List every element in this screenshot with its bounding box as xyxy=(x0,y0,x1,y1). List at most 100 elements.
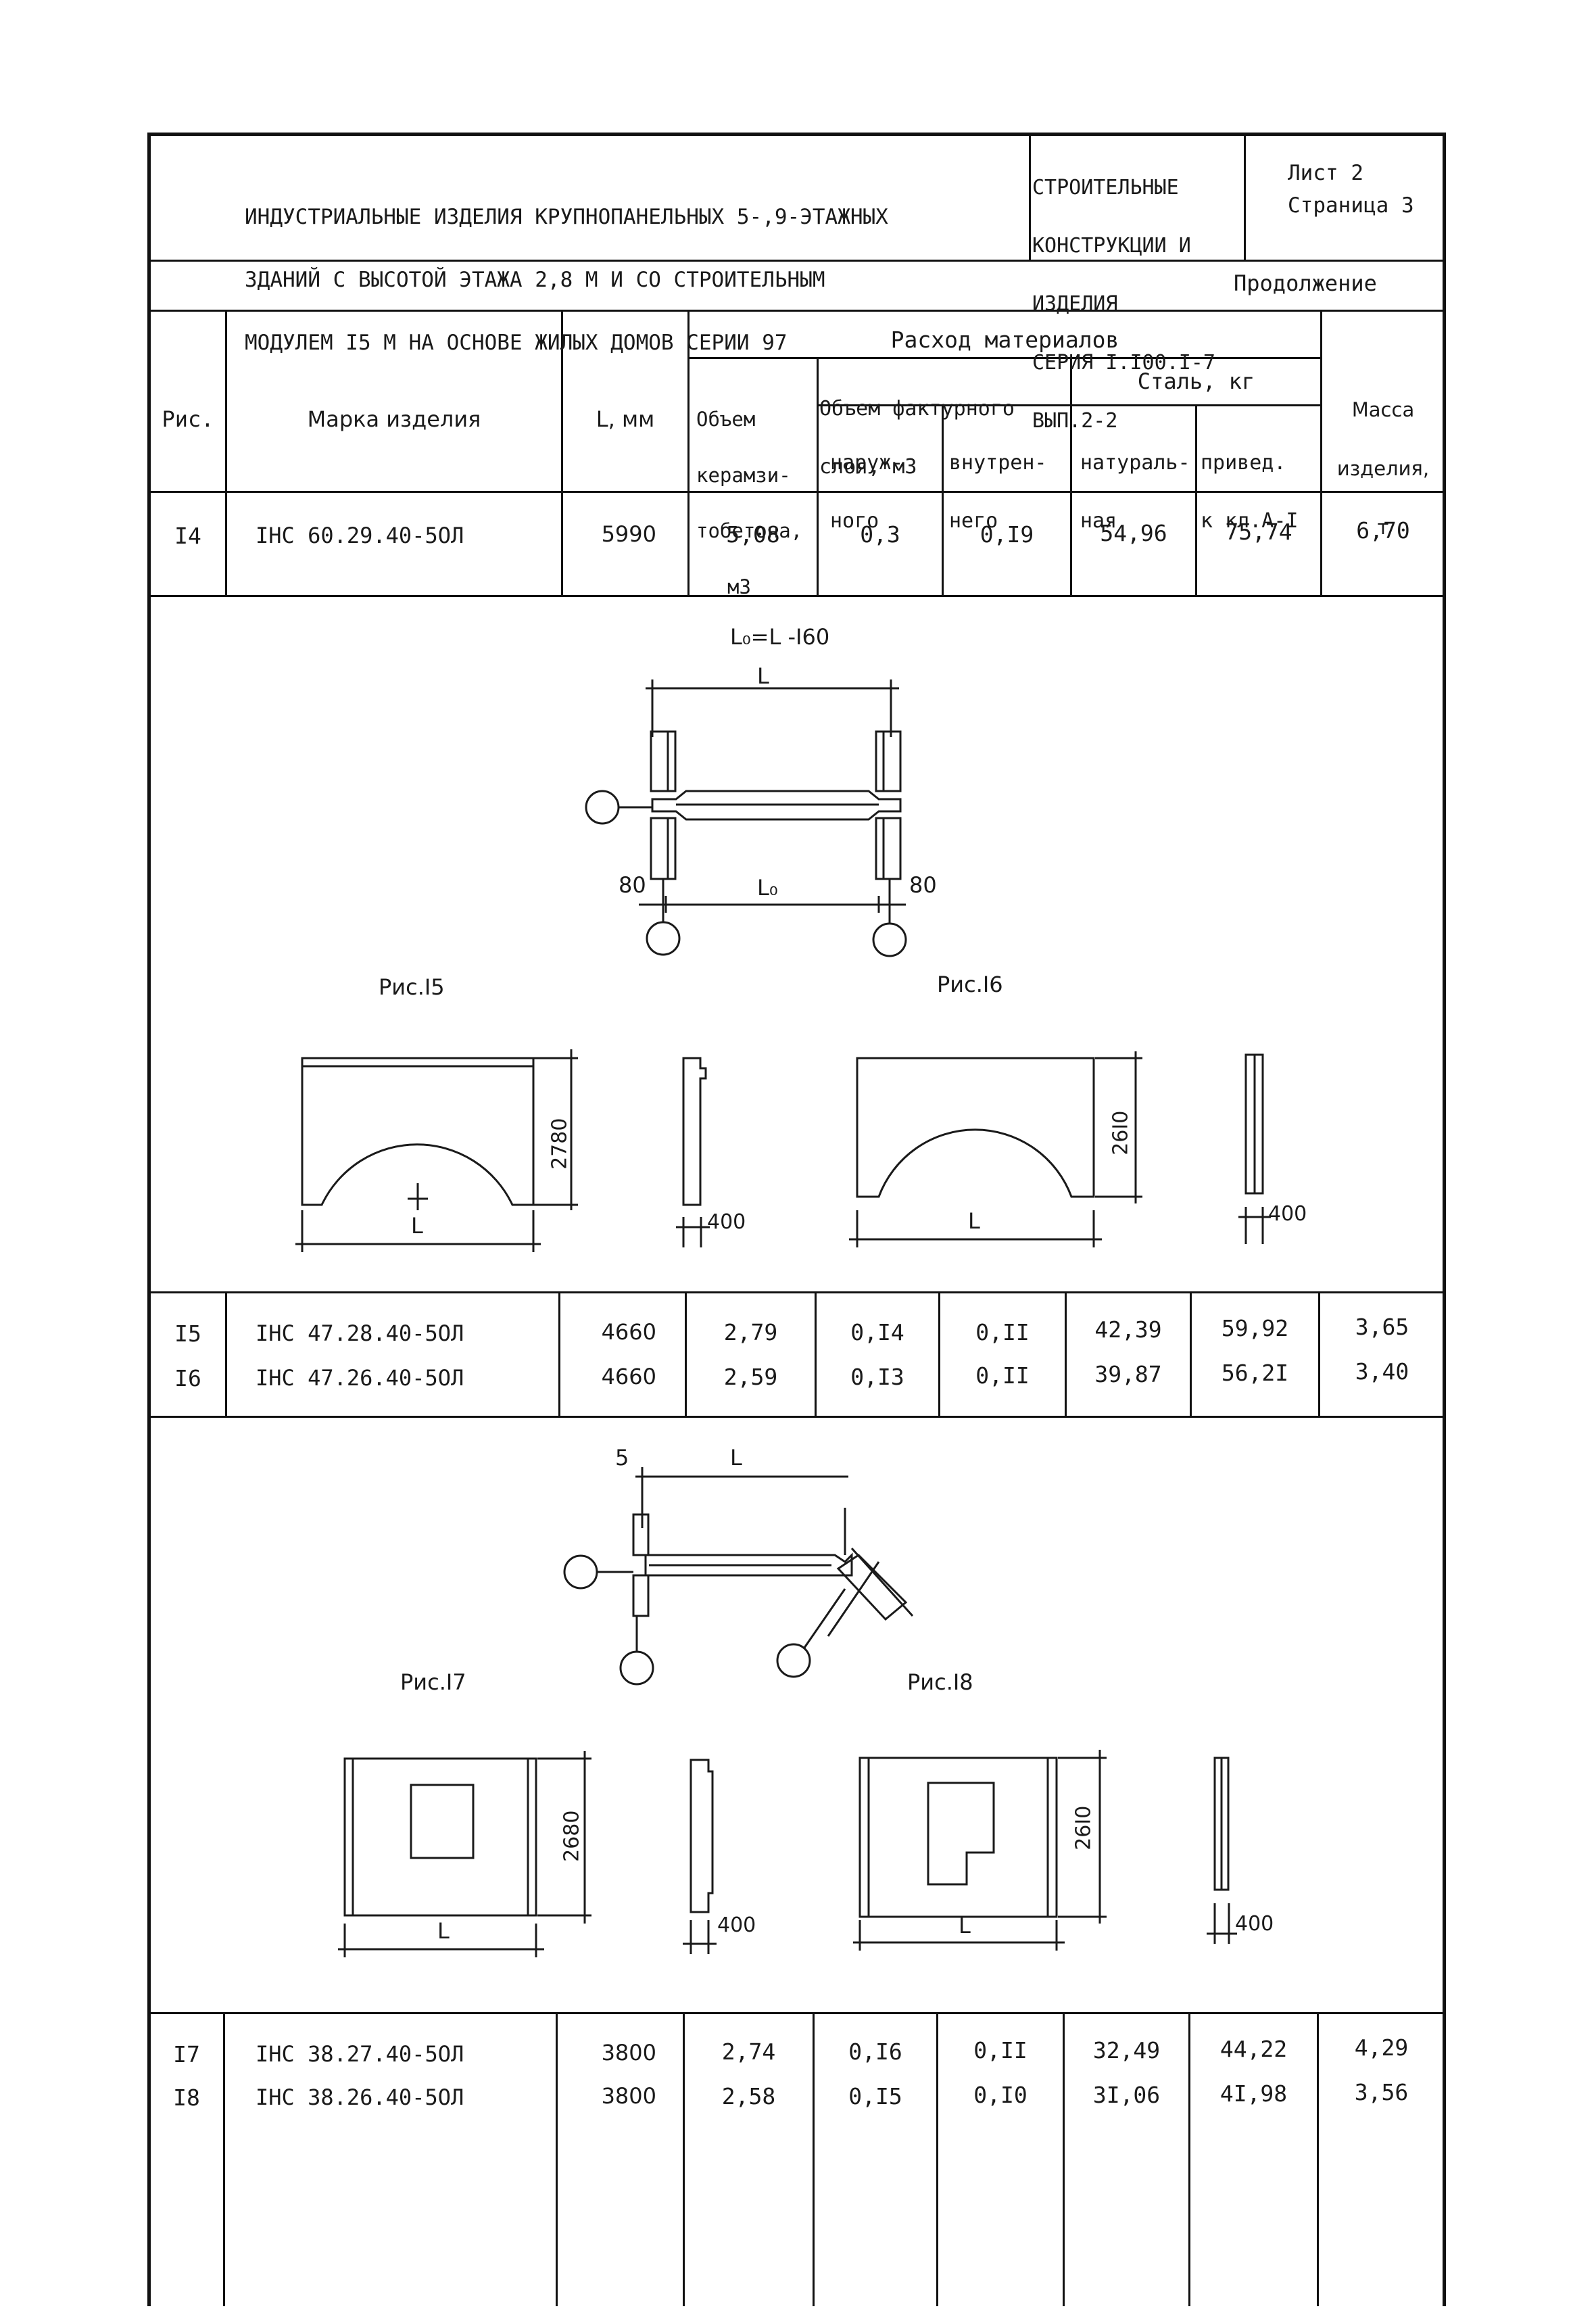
title-line-1: ИНДУСТРИАЛЬНЫЕ ИЗДЕЛИЯ КРУПНОПАНЕЛЬНЫХ 5… xyxy=(245,205,888,229)
row-i8-fig: I8 xyxy=(173,2084,200,2111)
b3-col-2 xyxy=(556,2012,558,2306)
b2-col-8 xyxy=(1318,1291,1320,1417)
row-i8-length: 3800 xyxy=(601,2083,656,2109)
block2-top xyxy=(147,1291,1446,1293)
col-reduced: привед. к кл.А-I xyxy=(1201,415,1299,550)
row-i4-reduced: 75,74 xyxy=(1225,519,1292,545)
row-i5-outer: 0,I4 xyxy=(850,1319,904,1345)
plan-detail-top xyxy=(585,679,907,957)
sheet-number: Лист 2 xyxy=(1288,161,1363,185)
b2-col-6 xyxy=(1065,1291,1067,1417)
row-i8-reduced: 4I,98 xyxy=(1219,2080,1288,2107)
col-natural-1: натураль- xyxy=(1080,451,1190,475)
i5-L-label: L xyxy=(411,1213,423,1239)
head-row-1 xyxy=(687,357,1322,359)
col-mass-2: изделия, xyxy=(1336,457,1430,480)
row-i8-mark: IНС 38.26.40-5ОЛ xyxy=(256,2084,464,2110)
row-i8-inner: 0,I0 xyxy=(973,2082,1027,2108)
row-i4-mass: 6,70 xyxy=(1356,517,1410,544)
header-div-1 xyxy=(1029,133,1031,261)
row-i4-inner: 0,I9 xyxy=(980,521,1034,548)
row-i6-fig: I6 xyxy=(174,1365,201,1391)
col-natural: натураль- ная xyxy=(1080,415,1190,550)
col-line-4 xyxy=(817,358,819,597)
title-line-2: ЗДАНИЙ С ВЫСОТОЙ ЭТАЖА 2,8 М И СО СТРОИТ… xyxy=(245,268,825,292)
fig15-caption: Рис.I5 xyxy=(379,974,445,1000)
col-concrete: Объем керамзи- тобетона, м3 xyxy=(696,373,802,615)
col-facing-group: Объем фактурного слоя, м3 xyxy=(819,361,1015,496)
fig18-caption: Рис.I8 xyxy=(907,1669,973,1695)
col-line-5 xyxy=(942,406,944,597)
plan1-L-label: L xyxy=(757,663,769,689)
b3-col-8 xyxy=(1317,2012,1319,2306)
row-i5-natural: 42,39 xyxy=(1094,1316,1162,1343)
row-i7-fig: I7 xyxy=(173,2041,200,2068)
col-facing-1: Объем фактурного xyxy=(819,397,1015,421)
b2-col-4 xyxy=(815,1291,817,1417)
col-concrete-1: Объем xyxy=(696,408,756,431)
col-fig: Рис. xyxy=(162,406,214,432)
row-i4-outer: 0,3 xyxy=(860,521,900,548)
row-i8-natural: 3I,06 xyxy=(1092,2082,1161,2108)
i6-L-label: L xyxy=(968,1208,980,1234)
i8-400-label: 400 xyxy=(1235,1912,1274,1936)
row-i6-reduced: 56,2I xyxy=(1221,1360,1289,1386)
col-concrete-3: тобетона, xyxy=(696,519,803,543)
document-title: ИНДУСТРИАЛЬНЫЕ ИЗДЕЛИЯ КРУПНОПАНЕЛЬНЫХ 5… xyxy=(245,165,888,375)
frame-left xyxy=(147,133,151,2306)
col-outer-1: наруж- xyxy=(830,451,904,475)
col-line-3 xyxy=(687,310,690,597)
row-i8-concrete: 2,58 xyxy=(721,2083,776,2109)
row-i6-natural: 39,87 xyxy=(1094,1361,1162,1387)
row-i4-length: 5990 xyxy=(601,521,656,547)
series-line-2: КОНСТРУКЦИИ И xyxy=(1032,233,1191,258)
arch-panel-i6 xyxy=(849,1051,1271,1247)
header-bottom xyxy=(147,260,1446,262)
row-i5-mass: 3,65 xyxy=(1355,1314,1409,1340)
block3-top xyxy=(147,2012,1446,2014)
series-block: СТРОИТЕЛЬНЫЕ КОНСТРУКЦИИ И ИЗДЕЛИЯ СЕРИЯ… xyxy=(1032,139,1215,451)
col-length: L, мм xyxy=(596,406,655,432)
i7-height-label: 2680 xyxy=(560,1810,584,1862)
row-i6-mass: 3,40 xyxy=(1355,1358,1409,1385)
row-i6-concrete: 2,59 xyxy=(723,1364,778,1390)
row-i7-inner: 0,II xyxy=(973,2037,1027,2063)
row-i7-mark: IНС 38.27.40-5ОЛ xyxy=(256,2041,464,2067)
col-line-7 xyxy=(1195,406,1197,597)
head-bottom xyxy=(147,491,1446,493)
col-concrete-4: м3 xyxy=(727,575,751,599)
col-line-1 xyxy=(225,310,227,597)
row-i5-concrete: 2,79 xyxy=(723,1319,778,1345)
row-i5-fig: I5 xyxy=(174,1320,201,1347)
b2-col-2 xyxy=(558,1291,560,1417)
row-i7-natural: 32,49 xyxy=(1092,2037,1161,2063)
b2-col-1 xyxy=(225,1291,227,1417)
row-i6-length: 4660 xyxy=(601,1364,656,1389)
b3-col-6 xyxy=(1063,2012,1065,2306)
header-div-2 xyxy=(1244,133,1246,261)
col-mass-3: т xyxy=(1377,516,1389,539)
continuation-bottom xyxy=(147,310,1446,312)
plan1-80-right: 80 xyxy=(909,872,937,898)
col-facing-2: слоя, м3 xyxy=(819,454,917,479)
col-concrete-2: керамзи- xyxy=(696,463,791,487)
plan2-5-label: 5 xyxy=(615,1445,629,1471)
plan1-L0-label: L₀ xyxy=(757,875,778,901)
row-i5-mark: IНС 47.28.40-5ОЛ xyxy=(256,1320,464,1346)
b2-col-3 xyxy=(685,1291,687,1417)
b2-col-7 xyxy=(1190,1291,1192,1417)
continuation-label: Продолжение xyxy=(1234,270,1377,296)
plan1-80-left: 80 xyxy=(619,872,646,898)
series-line-1: СТРОИТЕЛЬНЫЕ xyxy=(1032,175,1179,199)
block2-bottom xyxy=(147,1416,1446,1418)
col-inner-1: внутрен- xyxy=(949,451,1047,475)
row-i5-length: 4660 xyxy=(601,1319,656,1345)
row-i6-outer: 0,I3 xyxy=(850,1364,904,1390)
row-i5-reduced: 59,92 xyxy=(1221,1315,1289,1341)
col-inner-2: него xyxy=(949,508,998,533)
col-line-8 xyxy=(1320,310,1322,597)
frame-right xyxy=(1443,133,1446,2306)
i6-height-label: 26I0 xyxy=(1109,1110,1133,1155)
i8-L-label: L xyxy=(959,1913,971,1938)
plan-detail-mid xyxy=(563,1467,914,1686)
